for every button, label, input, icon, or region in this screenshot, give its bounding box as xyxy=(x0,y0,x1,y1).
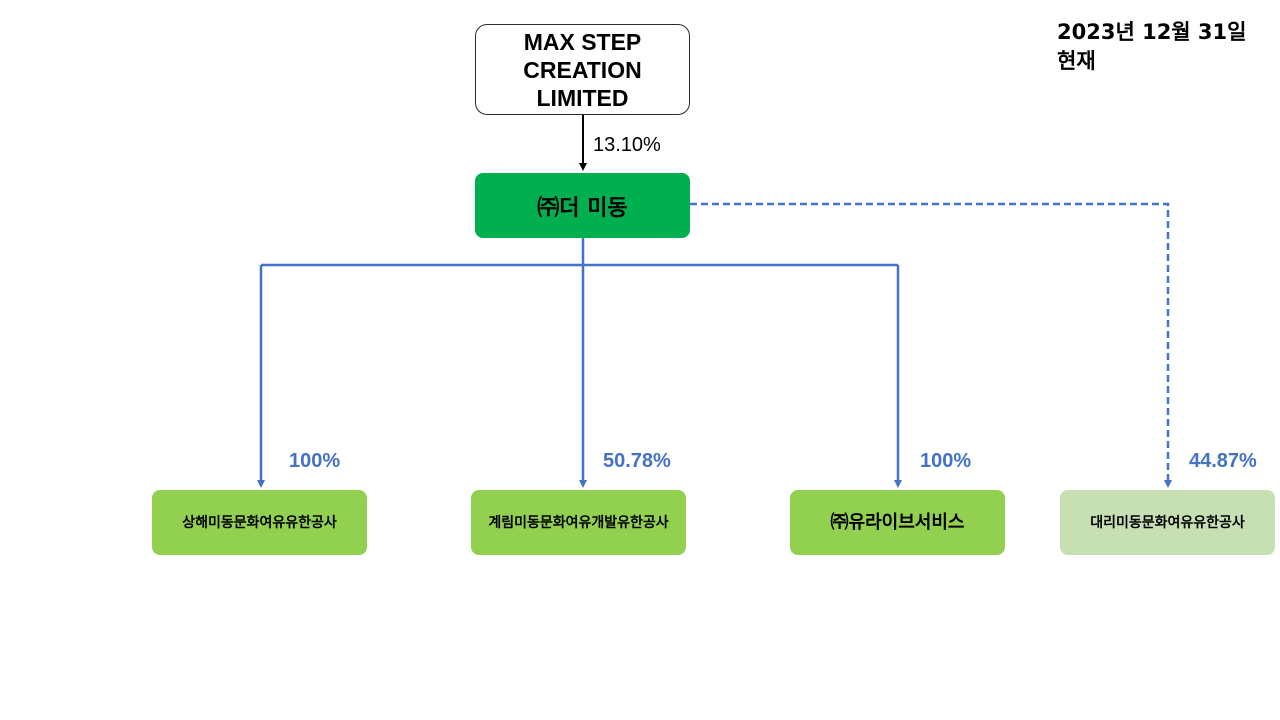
ownership-label-3: 100% xyxy=(920,450,972,472)
date-label: 2023년 12월 31일 현재 xyxy=(1057,18,1272,76)
subsidiary-box-1: 상해미동문화여유유한공사 xyxy=(152,490,367,555)
subsidiary-label-2: 계림미동문화여유개발유한공사 xyxy=(488,514,669,531)
edge-to-affiliate xyxy=(690,202,1172,488)
top-entity-line-1: MAX STEP xyxy=(523,28,642,55)
subsidiary-box-2: 계림미동문화여유개발유한공사 xyxy=(471,490,686,555)
ownership-label-2: 50.78% xyxy=(603,450,671,472)
subsidiary-label-3: ㈜유라이브서비스 xyxy=(830,511,965,533)
main-entity-label: ㈜더 미동 xyxy=(537,195,628,221)
date-line-2: 현재 xyxy=(1057,49,1096,73)
affiliate-box: 대리미동문화여유유한공사 xyxy=(1060,490,1275,555)
ownership-label-1: 100% xyxy=(289,450,341,472)
subsidiary-box-3: ㈜유라이브서비스 xyxy=(790,490,1005,555)
subsidiary-label-1: 상해미동문화여유유한공사 xyxy=(182,514,337,531)
top-entity-box: MAX STEP CREATION LIMITED xyxy=(475,24,690,115)
affiliate-label: 대리미동문화여유유한공사 xyxy=(1090,514,1245,531)
top-ownership-label: 13.10% xyxy=(593,134,661,156)
ownership-label-4: 44.87% xyxy=(1189,450,1257,472)
date-line-1: 2023년 12월 31일 xyxy=(1057,20,1247,44)
main-entity-box: ㈜더 미동 xyxy=(475,173,690,238)
top-entity-line-2: CREATION xyxy=(523,56,642,83)
top-entity-line-3: LIMITED xyxy=(536,84,629,111)
